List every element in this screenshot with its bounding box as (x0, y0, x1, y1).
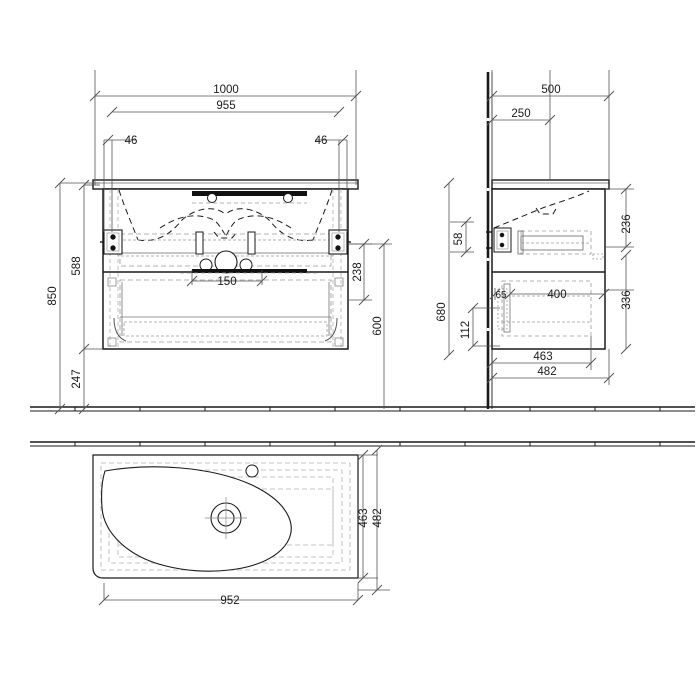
plan-basin-bowl (101, 466, 292, 572)
plan-dimensions (98, 444, 390, 606)
dim-46-right: 46 (315, 135, 328, 147)
side-basin-profile (493, 190, 590, 229)
dim-65: 65 (495, 290, 507, 301)
front-dimension-labels: 1000 955 46 46 850 588 247 238 600 150 (47, 84, 384, 389)
front-lower-drawer (107, 277, 344, 347)
side-hinge-bracket (486, 227, 512, 253)
dim-588: 588 (71, 256, 83, 275)
dim-482: 482 (537, 366, 556, 378)
dim-600: 600 (372, 316, 384, 335)
dim-850: 850 (47, 286, 59, 305)
plan-view (92, 454, 359, 579)
dim-247: 247 (71, 369, 83, 388)
dim-238: 238 (352, 262, 364, 281)
dim-58: 58 (453, 233, 465, 246)
front-basin-rim-bar (192, 191, 307, 204)
side-upper-drawer (517, 230, 604, 260)
side-dimension-labels: 500 250 236 58 680 336 400 65 112 463 48… (436, 84, 633, 378)
side-cabinet-body (491, 188, 606, 350)
dim-plan-482: 482 (372, 508, 384, 527)
front-drawer-hardware-right (328, 229, 351, 255)
dim-150: 150 (217, 276, 236, 288)
side-elevation (486, 72, 610, 409)
dim-952: 952 (220, 595, 239, 607)
dim-400: 400 (547, 289, 566, 301)
front-drawer-hardware-left (100, 229, 123, 255)
dim-500: 500 (541, 84, 560, 96)
front-countertop (92, 179, 359, 190)
front-hidden-lines (109, 189, 342, 349)
front-elevation (92, 179, 359, 350)
dim-plan-463: 463 (358, 508, 370, 527)
dim-463: 463 (533, 351, 552, 363)
plan-dimension-labels: 952 463 482 (220, 508, 384, 607)
dim-1000: 1000 (213, 84, 239, 96)
dim-46-left: 46 (125, 135, 138, 147)
dim-250: 250 (511, 108, 530, 120)
front-dimensions (54, 70, 392, 415)
dim-112: 112 (460, 321, 472, 339)
dim-955: 955 (216, 100, 235, 112)
plan-tap-hole (245, 464, 259, 478)
front-center-supports (195, 231, 256, 255)
front-waste-assembly (180, 250, 320, 274)
plan-waste-drain (205, 497, 247, 539)
dim-680: 680 (436, 302, 448, 321)
side-countertop (491, 179, 610, 190)
floor-line-lower (30, 441, 695, 447)
front-basin-profile (118, 189, 333, 241)
side-dimensions (443, 70, 634, 385)
floor-line-upper (30, 406, 695, 412)
side-lower-drawer (497, 280, 592, 337)
dim-336: 336 (621, 290, 633, 309)
dim-236: 236 (621, 214, 633, 233)
